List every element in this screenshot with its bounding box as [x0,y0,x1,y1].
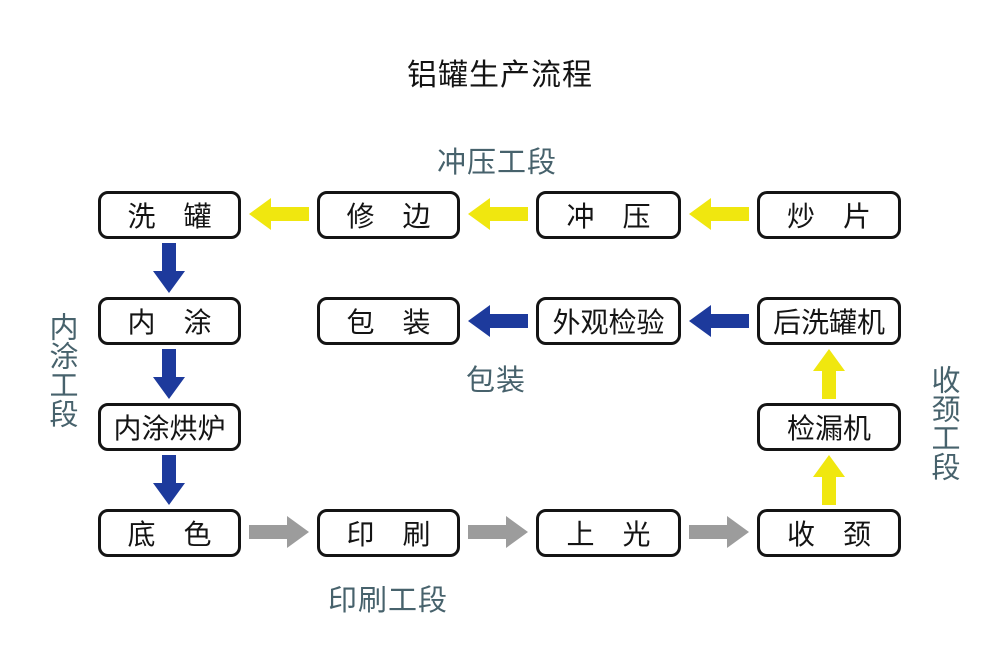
node-inner-coating: 内 涂 [98,297,241,345]
node-packing: 包 装 [317,297,460,345]
arrow-post-wash-to-visual-inspect [689,305,749,337]
node-post-wash-machine: 后洗罐机 [757,297,901,345]
arrow-coat-oven-to-base-coat [153,455,185,505]
node-base-coat: 底 色 [98,509,241,557]
arrow-stamp-to-trim [468,198,528,230]
arrow-neck-to-leak-test [813,455,845,505]
arrow-inner-coat-to-coat-oven [153,349,185,399]
node-necking: 收 颈 [757,509,901,557]
arrow-trim-to-wash [249,198,309,230]
section-label-printing: 印刷工段 [328,585,449,617]
arrow-gloss-to-neck [689,516,749,548]
section-label-inner-coating: 内涂工段 [45,312,77,428]
page-title: 铝罐生产流程 [407,59,593,92]
section-label-necking: 收颈工段 [927,365,959,481]
arrow-leak-test-to-post-wash [813,349,845,399]
arrow-wash-to-inner-coat [153,243,185,293]
node-sheet-frying: 炒 片 [757,191,901,239]
node-visual-inspection: 外观检验 [536,297,681,345]
node-printing: 印 刷 [317,509,460,557]
node-wash-can: 洗 罐 [98,191,241,239]
arrow-visual-inspect-to-pack [468,305,528,337]
node-glossing: 上 光 [536,509,681,557]
node-coating-oven: 内涂烘炉 [98,403,241,451]
section-label-packing: 包装 [466,365,527,397]
arrow-base-coat-to-print [249,516,309,548]
section-label-stamping: 冲压工段 [437,147,558,179]
node-stamping: 冲 压 [536,191,681,239]
arrow-sheet-to-stamp [689,198,749,230]
node-leak-tester: 检漏机 [757,403,901,451]
node-trim-edge: 修 边 [317,191,460,239]
arrow-print-to-gloss [468,516,528,548]
